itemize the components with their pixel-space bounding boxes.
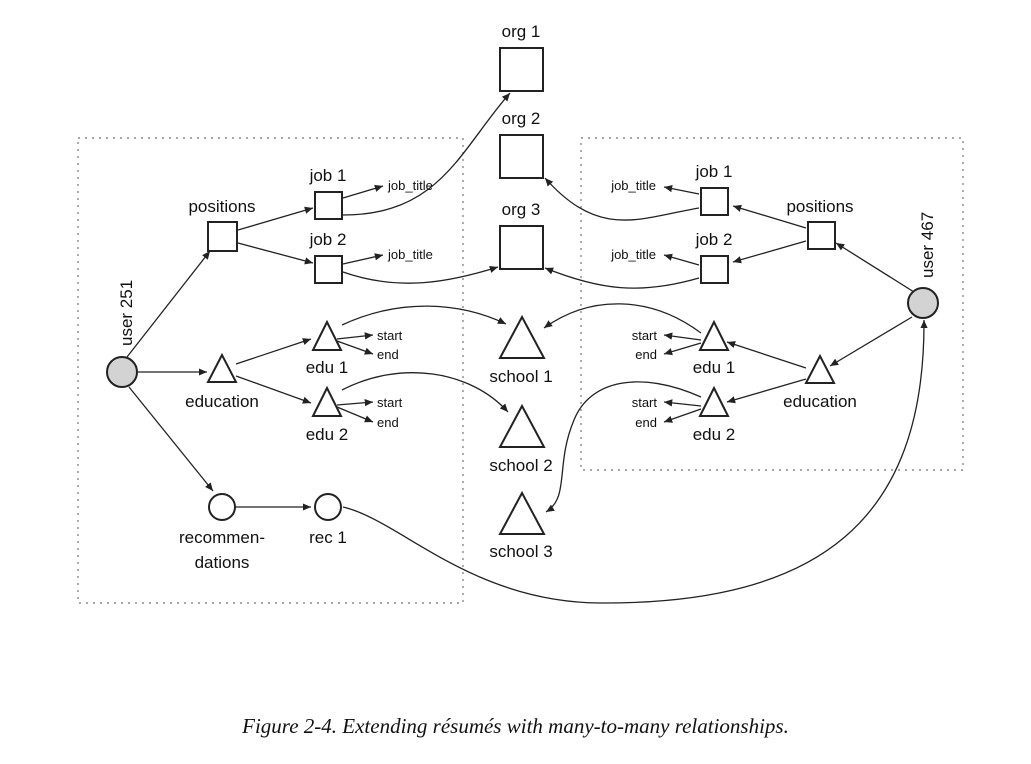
job-2-left-label: job 2 [309, 230, 347, 249]
edge-job1-title-right [663, 185, 700, 195]
edge-positions-job1-left [237, 206, 314, 231]
job-1-left-square [314, 191, 343, 220]
edge-education-edu2-left [235, 375, 312, 404]
job-1-left-attr-job-title: job_title [387, 178, 433, 193]
edge-education-edu1-left [235, 338, 312, 365]
job-2-right-label: job 2 [695, 230, 733, 249]
education-right-label: education [783, 392, 857, 411]
edge-job1-org1 [342, 92, 511, 216]
job-1-right-label: job 1 [695, 162, 733, 181]
edu-2-right-attr-end: end [635, 415, 657, 430]
edge-education-edu1-right [726, 341, 807, 369]
edge-edu1-school1-right [543, 303, 702, 334]
edge-edu1-end-right [663, 342, 702, 356]
edu-1-right-attr-start: start [632, 328, 658, 343]
education-left-triangle [206, 352, 238, 383]
user-467-label: user 467 [918, 212, 937, 278]
edge-user251-recommendations [128, 386, 214, 492]
user-467-node [907, 287, 939, 319]
user-251-node [106, 356, 138, 388]
edu-2-left-triangle [311, 385, 343, 417]
edu-2-left-attr-start: start [377, 395, 403, 410]
edge-rec1-user467 [342, 319, 928, 604]
education-left-label: education [185, 392, 259, 411]
recommendations-label-line2: dations [195, 553, 250, 572]
rec-1-label: rec 1 [309, 528, 347, 547]
positions-right-square [807, 221, 836, 250]
org-2-square [499, 134, 544, 179]
job-2-right-square [700, 255, 729, 284]
user-467-cluster [580, 137, 964, 471]
user-251-label: user 251 [117, 280, 136, 346]
figure-caption: Figure 2-4. Extending résumés with many-… [242, 714, 789, 738]
edu-1-right-label: edu 1 [693, 358, 736, 377]
recommendations-label-line1: recommen- [179, 528, 265, 547]
school-2-label: school 2 [489, 456, 552, 475]
job-2-left-attr-job-title: job_title [387, 247, 433, 262]
edge-job2-title-right [663, 253, 700, 266]
edge-edu1-start-left [336, 332, 374, 340]
school-1-label: school 1 [489, 367, 552, 386]
edu-1-left-attr-start: start [377, 328, 403, 343]
edge-edu2-end-right [663, 408, 702, 423]
job-2-left-square [314, 255, 343, 284]
positions-right-label: positions [786, 197, 853, 216]
edu-2-right-label: edu 2 [693, 425, 736, 444]
school-2-triangle [498, 403, 546, 448]
org-3-square [499, 225, 544, 270]
edge-job2-title-left [342, 253, 384, 265]
edge-user251-positions [126, 250, 211, 358]
org-3-label: org 3 [502, 200, 541, 219]
edu-2-right-attr-start: start [632, 395, 658, 410]
edu-2-right-triangle [698, 385, 730, 417]
job-1-right-attr-job-title: job_title [610, 178, 656, 193]
edge-positions-job2-left [237, 242, 314, 265]
edge-education-edu2-right [726, 378, 807, 404]
rec-1-circle [314, 493, 342, 521]
edge-positions-job2-right [732, 240, 807, 264]
positions-left-label: positions [188, 197, 255, 216]
edu-1-left-attr-end: end [377, 347, 399, 362]
edu-1-right-attr-end: end [635, 347, 657, 362]
job-1-right-square [700, 187, 729, 216]
edu-1-left-triangle [311, 319, 343, 351]
edge-user467-positions [835, 242, 915, 293]
org-1-square [499, 47, 544, 92]
edge-job1-org2 [544, 177, 700, 221]
user-251-cluster [77, 137, 464, 604]
school-3-triangle [498, 490, 546, 535]
edge-edu1-school1 [341, 305, 507, 326]
job-2-right-attr-job-title: job_title [610, 247, 656, 262]
education-right-triangle [804, 353, 836, 384]
job-1-left-label: job 1 [309, 166, 347, 185]
edge-positions-job1-right [732, 204, 807, 229]
edge-edu1-start-right [663, 332, 702, 341]
edu-1-right-triangle [698, 319, 730, 351]
edge-edu2-start-right [663, 399, 702, 407]
org-2-label: org 2 [502, 109, 541, 128]
org-1-label: org 1 [502, 22, 541, 41]
edge-user467-education [829, 316, 913, 367]
school-1-triangle [498, 314, 546, 359]
edu-2-left-attr-end: end [377, 415, 399, 430]
edge-edu2-school3 [545, 381, 702, 513]
positions-left-square [207, 221, 238, 252]
edges [126, 92, 928, 604]
school-3-label: school 3 [489, 542, 552, 561]
edge-job2-org3 [544, 267, 700, 289]
edge-edu2-end-left [336, 406, 374, 423]
edge-edu2-school2 [341, 372, 509, 413]
edge-job2-org3 [342, 265, 499, 284]
edu-1-left-label: edu 1 [306, 358, 349, 377]
edge-edu2-start-left [336, 399, 374, 407]
edge-edu1-end-left [336, 340, 374, 355]
edu-2-left-label: edu 2 [306, 425, 349, 444]
edge-job1-title-left [342, 184, 384, 199]
recommendations-circle [208, 493, 236, 521]
